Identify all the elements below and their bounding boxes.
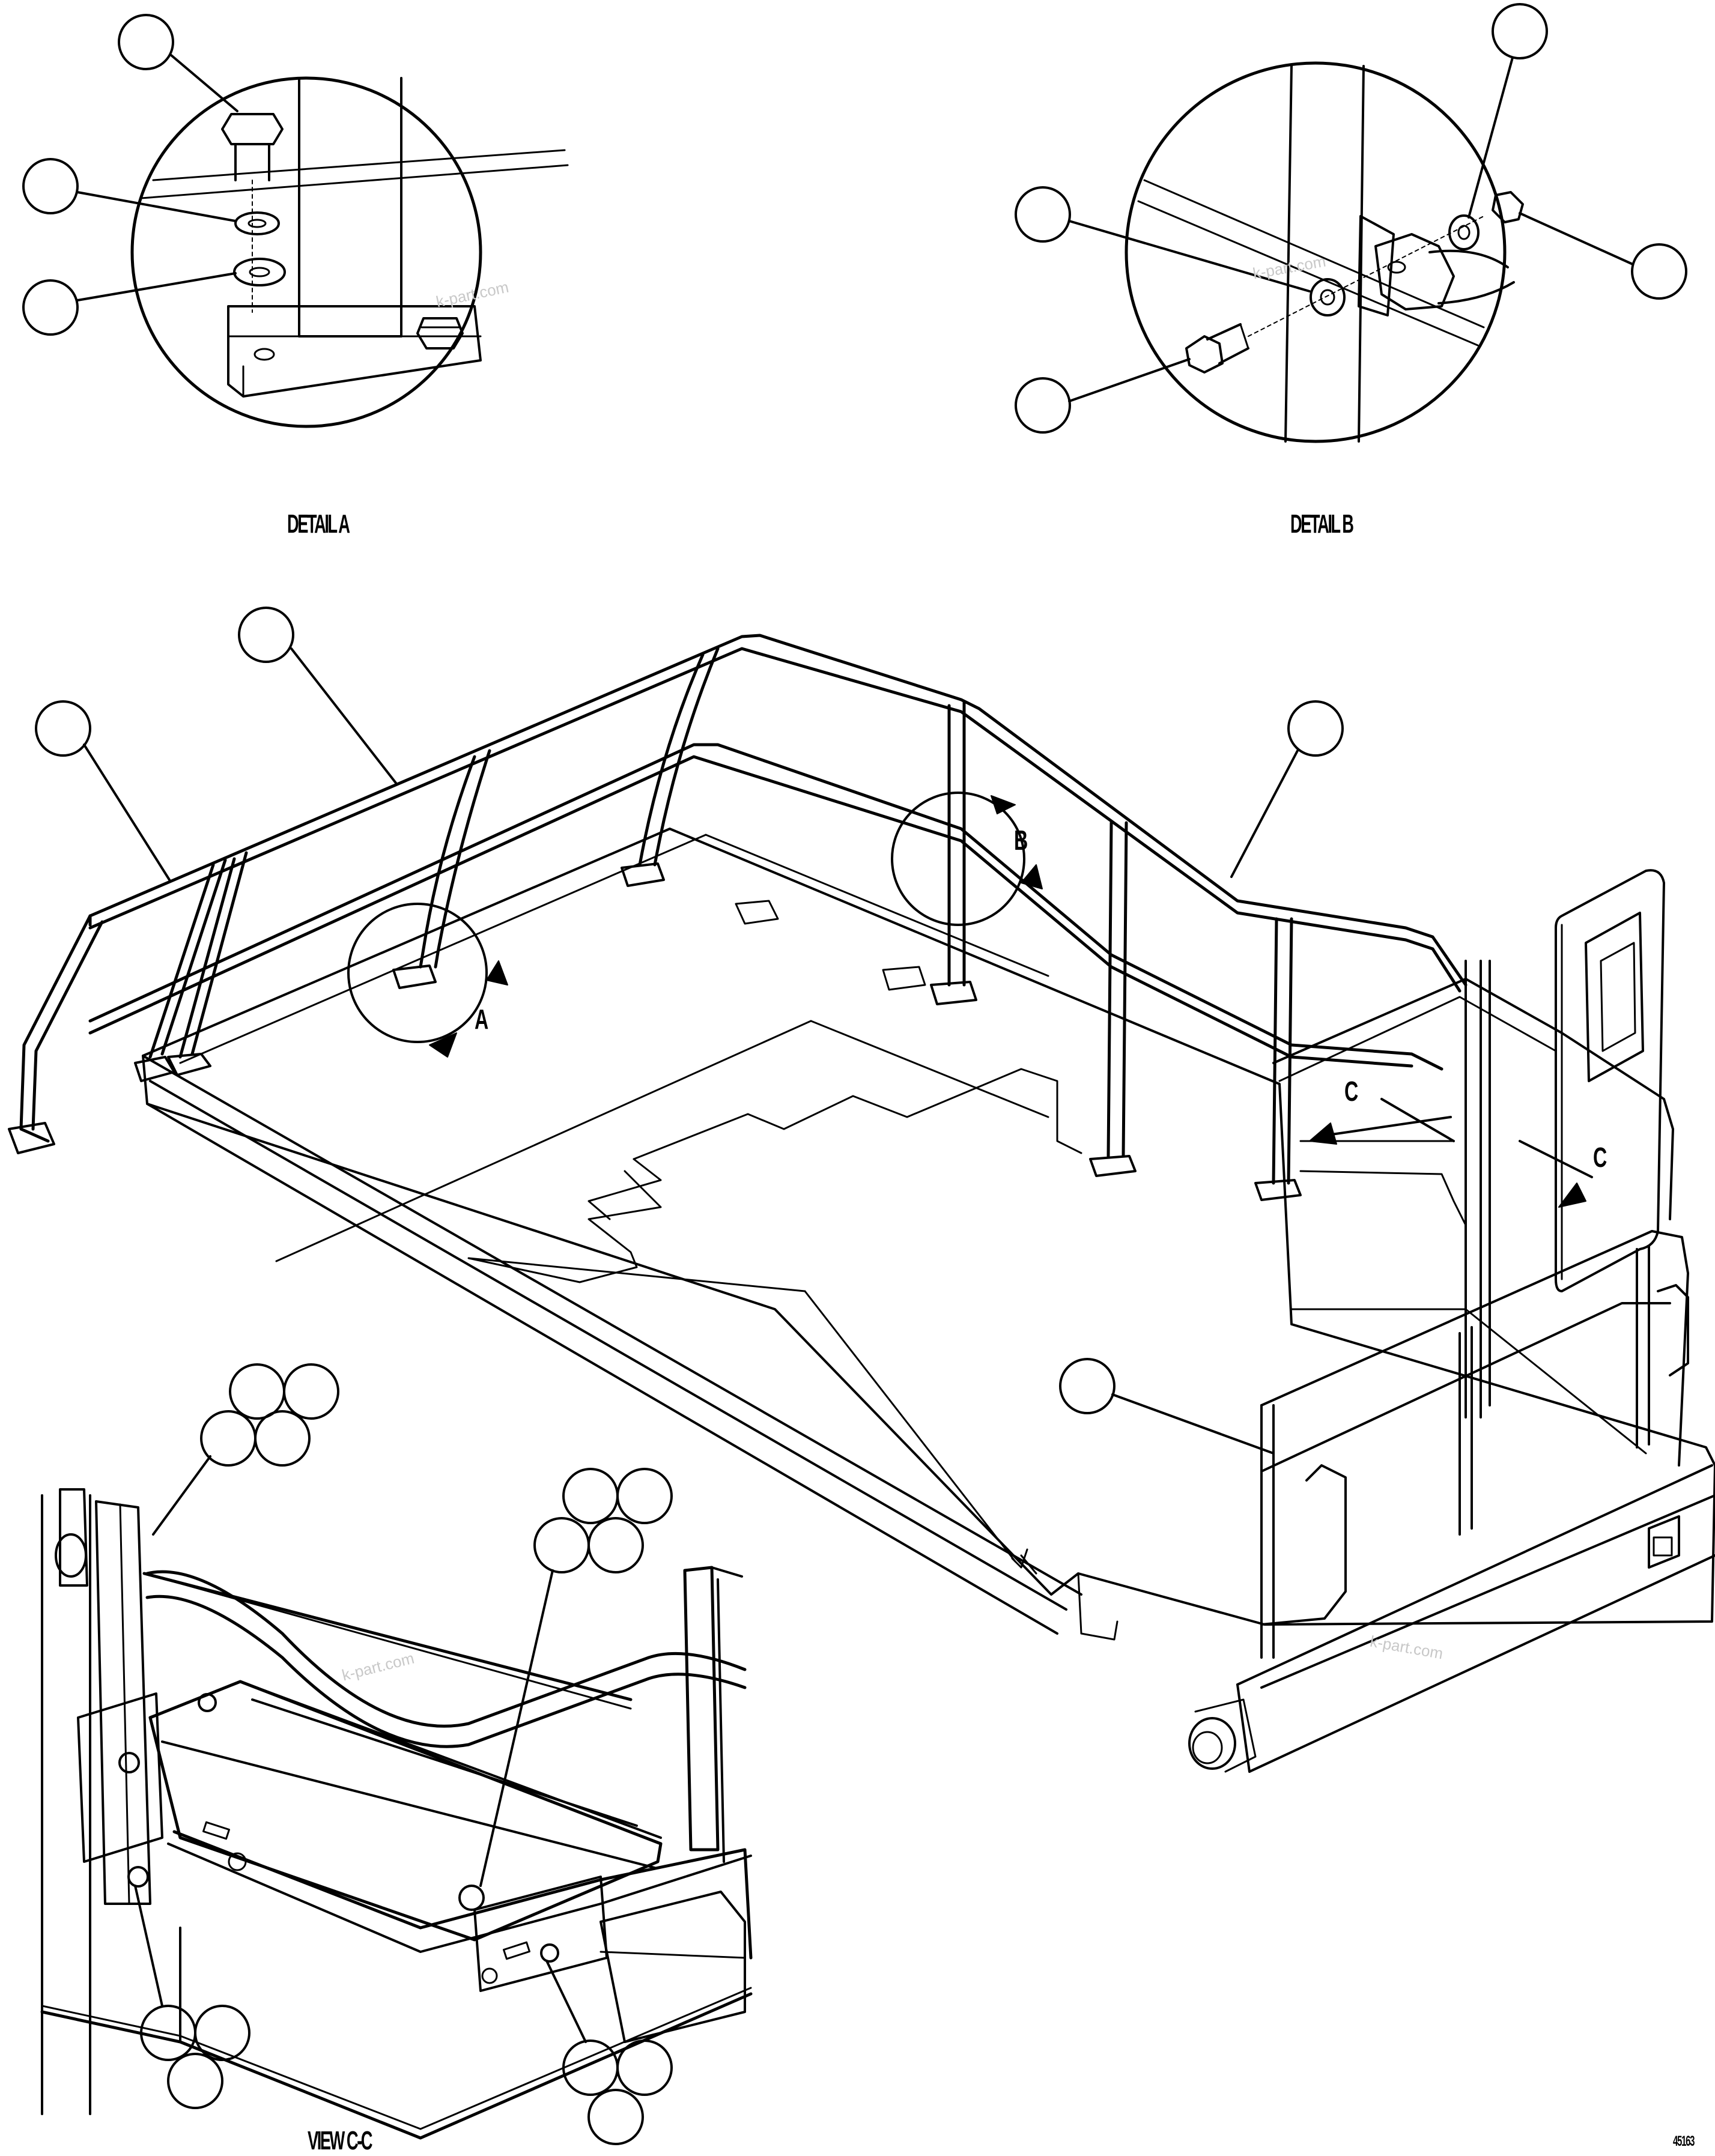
callout-bubble — [22, 279, 79, 336]
callout-bubble — [194, 2005, 250, 2061]
callout-bubble — [254, 1410, 311, 1467]
callout-bubble — [587, 1517, 644, 1573]
detail-b-label: DETAIL B — [1290, 509, 1354, 539]
callout-bubble — [616, 2039, 673, 2096]
callout-bubble — [35, 700, 91, 757]
callout-bubble — [229, 1363, 285, 1420]
detail-a-label: DETAIL A — [287, 509, 350, 539]
callout-bubble — [22, 158, 79, 214]
callout-bubble — [283, 1363, 339, 1420]
cab-panel — [1555, 869, 1665, 1292]
deck-floor — [142, 828, 1715, 1626]
base-plate — [227, 305, 482, 398]
callout-bubble — [1492, 3, 1548, 59]
callout-bubble — [1287, 700, 1344, 757]
callout-bubble — [167, 2053, 223, 2109]
end-gate-rail — [1260, 1230, 1689, 1467]
view-cc-label: VIEW C-C — [308, 2126, 372, 2155]
base-pad — [1254, 1179, 1302, 1201]
callout-bubble — [238, 607, 294, 663]
hex-bolt — [221, 113, 284, 145]
callout-bubble — [562, 1468, 619, 1524]
drawing-number: 45163 — [1673, 2133, 1695, 2149]
callout-bubble — [1015, 377, 1071, 434]
detail-a-circle — [130, 76, 482, 428]
arrow-b2 — [1021, 864, 1043, 889]
detail-b-marker — [891, 792, 1025, 926]
base-pad — [134, 1056, 175, 1082]
detail-a — [22, 14, 569, 428]
arrow-b1 — [991, 795, 1016, 814]
marker-c1: C — [1344, 1076, 1359, 1107]
base-pad — [167, 1053, 211, 1076]
callout-bubble — [616, 1468, 673, 1524]
callout-bubble — [1059, 1358, 1116, 1414]
vertical-post — [95, 1500, 151, 1905]
detail-a-marker — [347, 903, 488, 1043]
callout-bubble — [587, 2089, 644, 2145]
detail-b-circle — [1125, 61, 1507, 443]
marker-b: B — [1014, 825, 1028, 856]
base-pad — [930, 981, 977, 1005]
callout-bubble — [533, 1517, 590, 1573]
base-pad — [1089, 1155, 1137, 1177]
detail-b — [1015, 3, 1687, 443]
floor-plate — [882, 966, 926, 991]
arrow-c2 — [1558, 1182, 1586, 1208]
caster-wheel — [1188, 1717, 1236, 1770]
callout-bubble — [1631, 243, 1687, 300]
arrow-a1 — [486, 960, 508, 986]
clevis-bracket — [1374, 233, 1455, 310]
callout-bubble — [118, 14, 174, 70]
callout-bubble — [562, 2039, 619, 2096]
main-platform — [8, 607, 1715, 1773]
floor-cutout — [633, 1068, 1082, 1160]
marker-a: A — [475, 1004, 489, 1035]
washer-b2 — [1448, 214, 1480, 250]
flat-washer — [233, 258, 286, 286]
left-top-rail — [88, 634, 1468, 987]
lock-washer — [234, 211, 280, 235]
base-pad — [392, 964, 437, 989]
callout-bubble — [1015, 186, 1071, 243]
washer-b1 — [1310, 278, 1346, 316]
base-pad — [621, 862, 665, 887]
nut-b — [1492, 191, 1524, 223]
bolt-b — [1185, 335, 1224, 374]
marker-c2: C — [1593, 1142, 1607, 1173]
floor-plate — [735, 900, 779, 925]
base-pad — [8, 1122, 55, 1154]
view-cc — [40, 1363, 753, 2145]
arrow-a2 — [429, 1032, 457, 1058]
